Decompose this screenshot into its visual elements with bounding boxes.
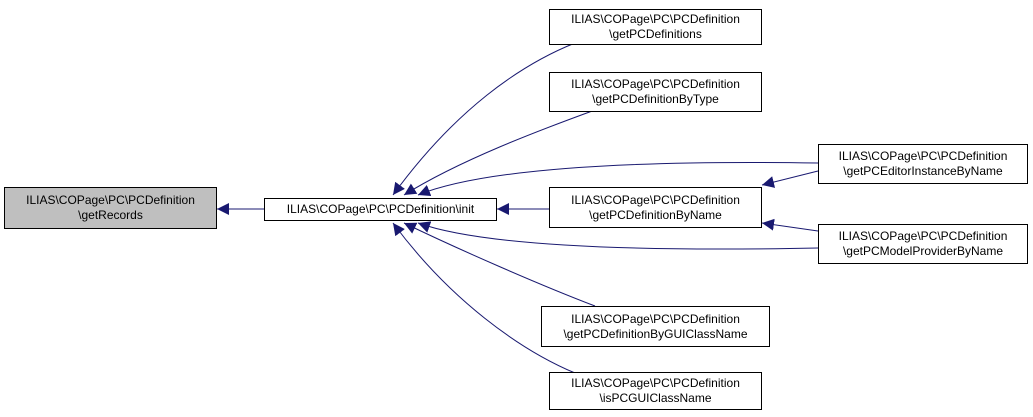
edge-getPCDefinitions-to-init: [392, 42, 576, 196]
edge-getPCModelProviderByName-to-getPCDefinitionByName: [761, 218, 819, 232]
edge-getPCModelProviderByName-to-init: [417, 221, 819, 250]
edge-getPCEditorInstanceByName-to-getPCDefinitionByName: [761, 170, 819, 188]
node-label-line1: ILIAS\COPage\PC\PCDefinition: [571, 12, 740, 26]
node-label-line2: \getPCModelProviderByName: [842, 244, 1004, 258]
node-getPCEditorInstanceByName[interactable]: ILIAS\COPage\PC\PCDefinition \getPCEdito…: [818, 144, 1028, 184]
node-label-line2: \getPCDefinitions: [609, 27, 702, 41]
node-label-line1: ILIAS\COPage\PC\PCDefinition: [838, 229, 1008, 243]
node-label-line1: ILIAS\COPage\PC\PCDefinition: [571, 192, 740, 207]
node-label-line1: ILIAS\COPage\PC\PCDefinition: [838, 149, 1008, 163]
node-label-line2: \getRecords: [78, 208, 143, 222]
node-init[interactable]: ILIAS\COPage\PC\PCDefinition\init: [264, 198, 497, 221]
node-label-line1: ILIAS\COPage\PC\PCDefinition: [571, 311, 740, 326]
node-getPCDefinitionByGUIClassName[interactable]: ILIAS\COPage\PC\PCDefinition \getPCDefin…: [541, 306, 770, 347]
node-label-line1: ILIAS\COPage\PC\PCDefinition: [571, 77, 740, 91]
node-isPCGUIClassName[interactable]: ILIAS\COPage\PC\PCDefinition \isPCGUICla…: [549, 372, 762, 410]
node-label-line1: ILIAS\COPage\PC\PCDefinition: [26, 193, 195, 207]
node-getPCModelProviderByName[interactable]: ILIAS\COPage\PC\PCDefinition \getPCModel…: [818, 224, 1028, 264]
node-label-line2: \isPCGUIClassName: [599, 391, 712, 405]
node-getPCDefinitions[interactable]: ILIAS\COPage\PC\PCDefinition \getPCDefin…: [549, 9, 762, 45]
node-label-line2: \getPCDefinitionByName: [589, 207, 722, 222]
node-label-line1: ILIAS\COPage\PC\PCDefinition: [571, 376, 740, 390]
node-label: ILIAS\COPage\PC\PCDefinition\init: [286, 202, 475, 216]
node-label-line2: \getPCEditorInstanceByName: [843, 164, 1003, 178]
node-getRecords: ILIAS\COPage\PC\PCDefinition \getRecords: [4, 187, 217, 229]
edge-getPCEditorInstanceByName-to-init: [417, 161, 819, 197]
node-label-line2: \getPCDefinitionByGUIClassName: [563, 326, 748, 341]
edge-getPCDefinitionByType-to-init: [403, 109, 596, 196]
node-getPCDefinitionByName[interactable]: ILIAS\COPage\PC\PCDefinition \getPCDefin…: [549, 187, 762, 228]
node-getPCDefinitionByType[interactable]: ILIAS\COPage\PC\PCDefinition \getPCDefin…: [549, 72, 762, 112]
edge-getPCDefinitionByGUIClassName-to-init: [403, 222, 596, 307]
edge-isPCGUIClassName-to-init: [392, 222, 576, 374]
node-label-line2: \getPCDefinitionByType: [592, 92, 719, 106]
